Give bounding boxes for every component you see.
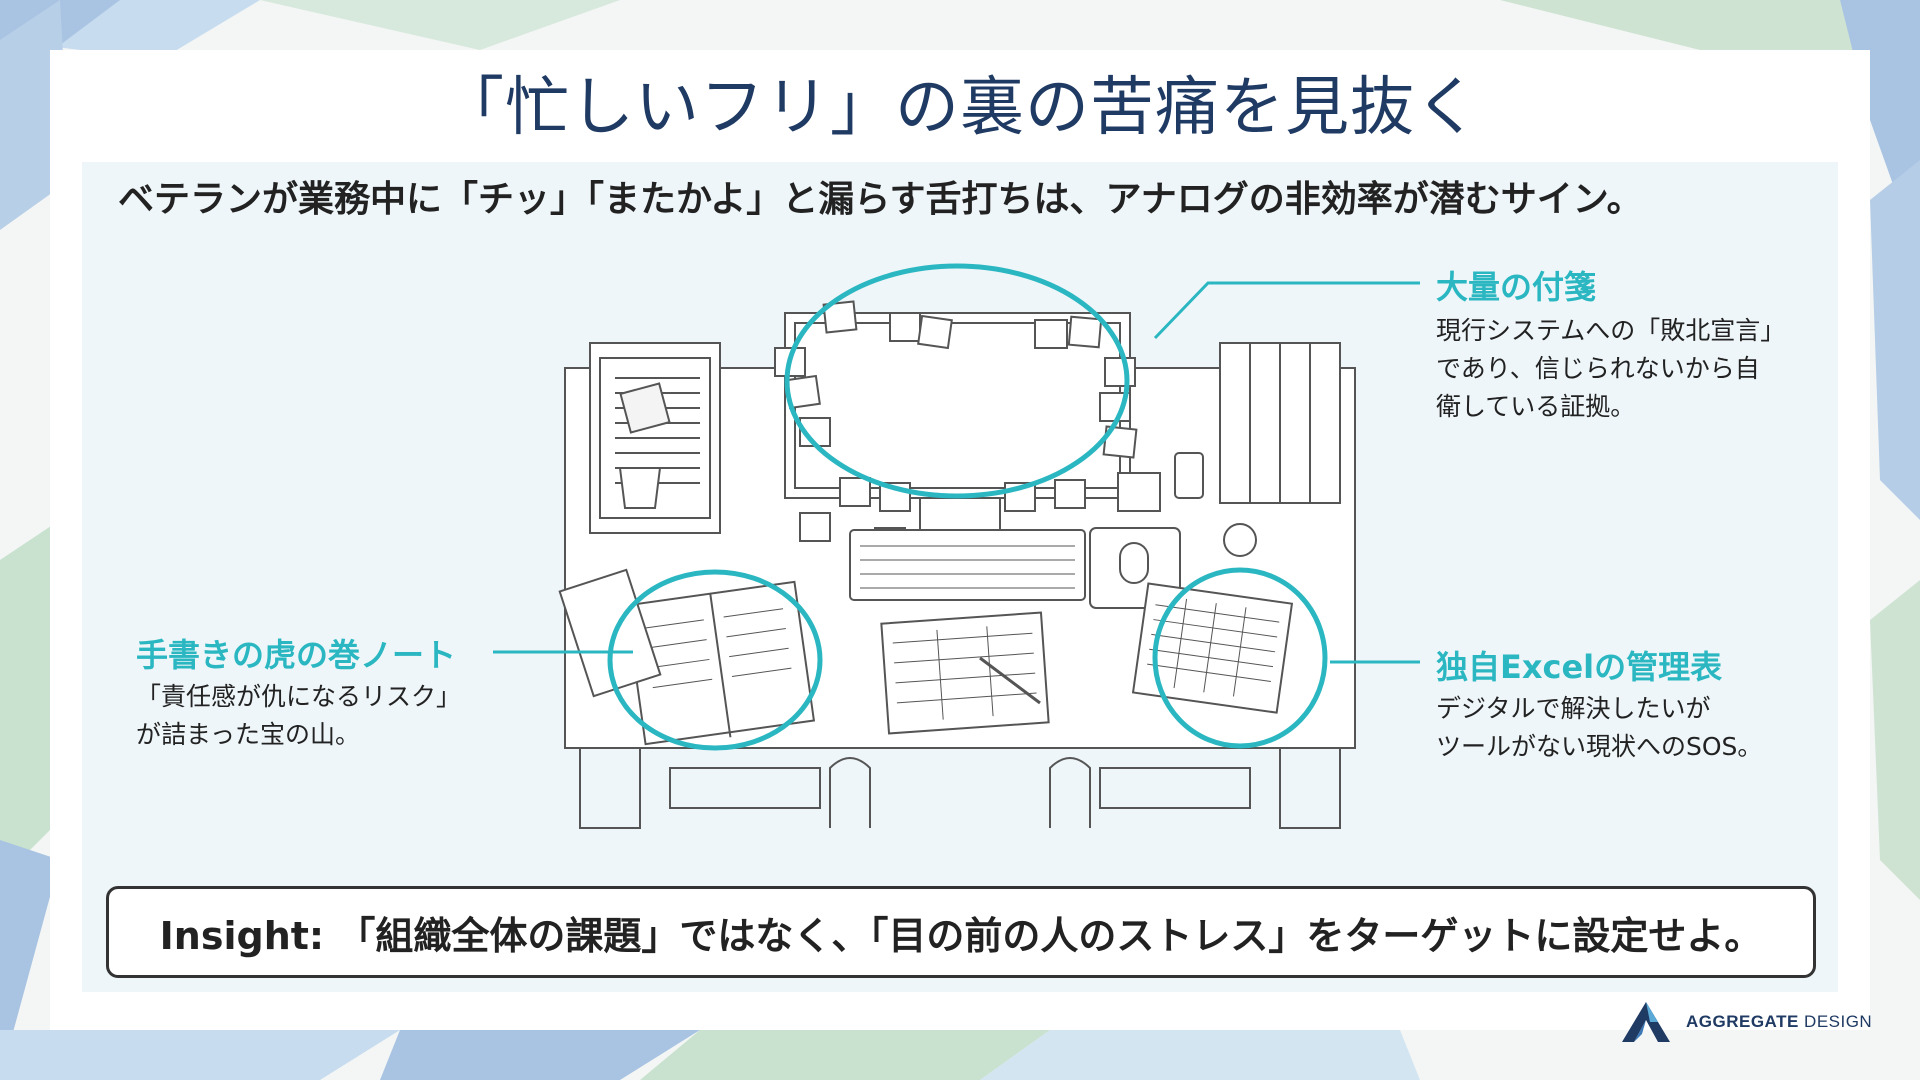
callout-excel-body: デジタルで解決したいが ツールがない現状へのSOS。 <box>1436 690 1762 766</box>
callout-notebook-line: が詰まった宝の山。 <box>136 720 361 749</box>
callout-sticky-line: であり、信じられないから自 <box>1436 354 1760 383</box>
insight-box: Insight: 「組織全体の課題」ではなく、「目の前の人のストレス」をターゲッ… <box>106 886 1816 978</box>
callout-notebook-line: 「責任感が仇になるリスク」 <box>136 682 462 711</box>
callout-notebook-body: 「責任感が仇になるリスク」 が詰まった宝の山。 <box>136 678 461 754</box>
logo-text: AGGREGATE DESIGN <box>1686 1012 1872 1032</box>
slide-title: 「忙しいフリ」の裏の苦痛を見抜く <box>440 71 1480 145</box>
callout-sticky-line: 現行システムへの「敗北宣言」 <box>1436 316 1786 345</box>
callout-excel-title: 独自Excelの管理表 <box>1436 648 1723 686</box>
callout-excel-line: デジタルで解決したいが <box>1436 694 1711 723</box>
callout-sticky-line: 衛している証拠。 <box>1436 392 1636 421</box>
notebook-highlight <box>607 569 823 751</box>
excel-highlight <box>1152 567 1328 749</box>
logo-brand-light: DESIGN <box>1798 1012 1873 1031</box>
logo-brand-bold: AGGREGATE <box>1686 1012 1799 1031</box>
callout-excel-line: ツールがない現状へのSOS。 <box>1436 732 1763 761</box>
desk-illustration <box>558 263 1356 829</box>
callout-sticky-body: 現行システムへの「敗北宣言」 であり、信じられないから自 衛している証拠。 <box>1436 312 1785 426</box>
callout-sticky-title: 大量の付箋 <box>1436 268 1597 306</box>
logo-mark-icon <box>1622 1002 1670 1042</box>
insight-text: Insight: 「組織全体の課題」ではなく、「目の前の人のストレス」をターゲッ… <box>159 913 1763 958</box>
brand-logo: AGGREGATE DESIGN <box>1620 1000 1872 1044</box>
callout-notebook-title: 手書きの虎の巻ノート <box>136 636 457 674</box>
sticky-note-highlight <box>784 263 1130 499</box>
slide-subtitle: ベテランが業務中に「チッ」「またかよ」と漏らす舌打ちは、アナログの非効率が潜むサ… <box>118 179 1643 220</box>
